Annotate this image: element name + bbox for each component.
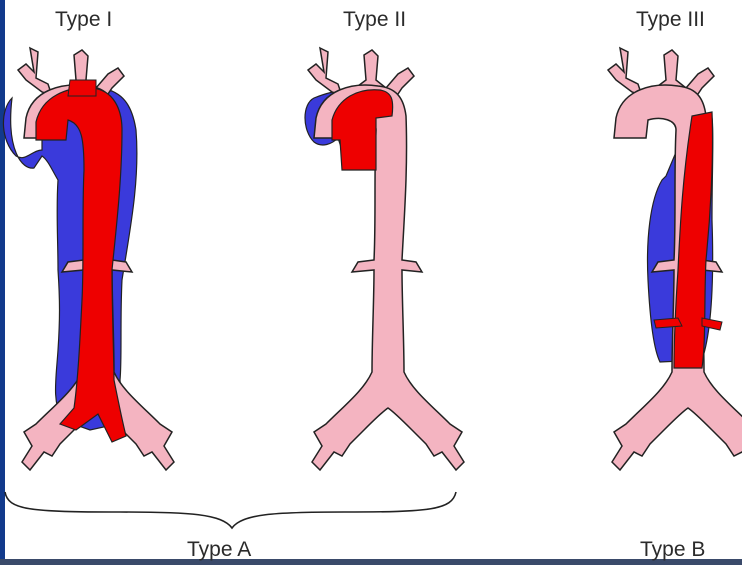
type-a-brace <box>5 492 456 528</box>
type-3-aorta <box>608 48 742 470</box>
type-2-aorta <box>305 48 464 470</box>
type-1-aorta <box>3 48 174 470</box>
